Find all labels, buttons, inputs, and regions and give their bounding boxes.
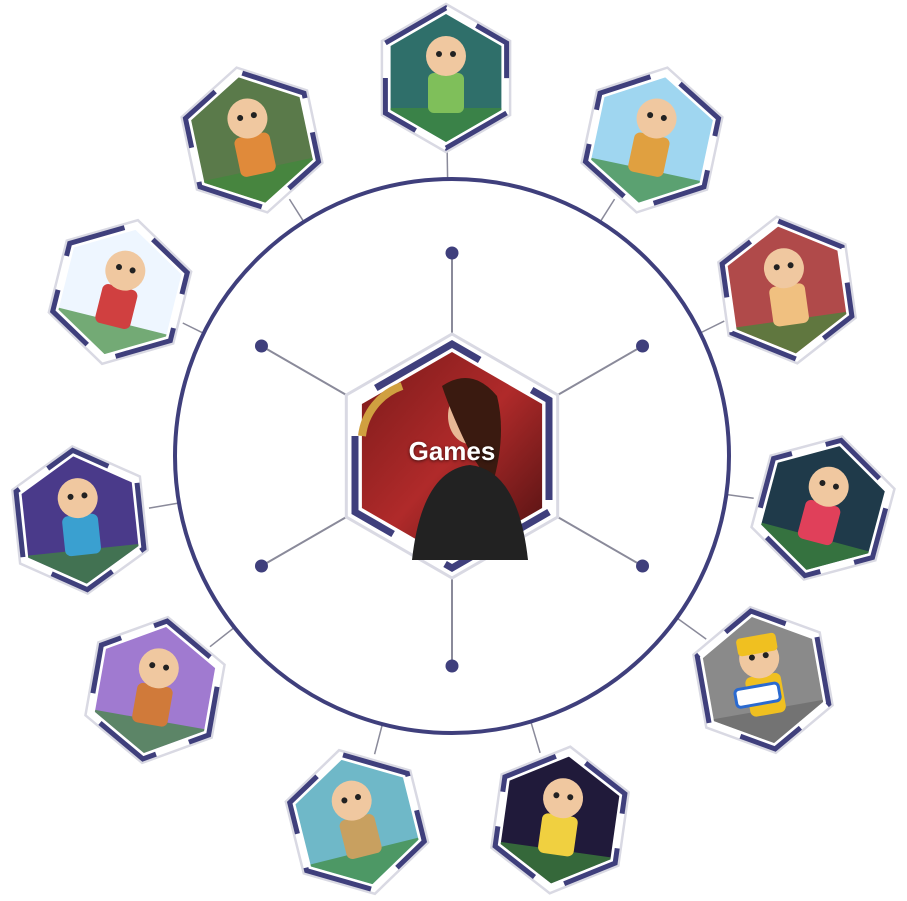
thumbnail-accent xyxy=(182,68,322,212)
spoke-dot xyxy=(254,559,268,573)
thumbnail-accent xyxy=(286,751,428,893)
thumbnail-accent xyxy=(719,217,855,363)
thumbnail-art xyxy=(18,450,142,590)
thumbnail-art xyxy=(723,218,851,362)
red-hair-warrior-thumbnail[interactable] xyxy=(736,418,907,597)
thumbnail-accent xyxy=(492,747,628,893)
connector-lines xyxy=(148,147,754,755)
thumbnail-connector xyxy=(676,617,707,640)
thumbnail-accent xyxy=(49,221,191,363)
gold-arc xyxy=(358,382,404,437)
figure-hair xyxy=(442,378,501,486)
game-thumbnails xyxy=(3,2,907,901)
thumbnail-connector xyxy=(209,626,235,648)
blocky-runner-game-thumbnail[interactable] xyxy=(271,733,443,901)
thumbnail-connector xyxy=(726,493,754,500)
thumbnail-connector xyxy=(699,320,725,334)
dragon-girl-game-thumbnail[interactable] xyxy=(73,605,237,775)
figure-body xyxy=(412,465,528,560)
spoke-dot xyxy=(445,659,459,673)
thumbnail-connector xyxy=(148,502,180,509)
thumbnail-connector xyxy=(530,721,541,754)
kingdom-warrior-game-thumbnail[interactable] xyxy=(168,53,336,227)
zombie-game-thumbnail[interactable] xyxy=(376,2,516,154)
thumbnail-connector xyxy=(288,198,305,223)
thumbnail-accent xyxy=(86,618,224,762)
thumbnail-connector xyxy=(599,198,616,223)
outer-ring xyxy=(173,177,731,735)
thumbnail-accent xyxy=(13,447,147,593)
thumbnail-accent xyxy=(382,5,510,151)
center-games-hub[interactable] xyxy=(344,332,560,580)
spoke-dot xyxy=(445,246,459,260)
thumbnail-connector xyxy=(182,322,204,334)
cartoon-heroes-game-thumbnail[interactable] xyxy=(480,737,639,901)
center-hex-accent xyxy=(351,339,553,573)
thumbnail-art xyxy=(496,748,624,892)
mushroom-house-game-thumbnail[interactable] xyxy=(34,203,206,380)
spoke-dot xyxy=(254,339,268,353)
thumbnail-accent xyxy=(694,608,832,752)
viking-game-thumbnail[interactable] xyxy=(568,53,736,227)
thumbnail-art xyxy=(390,14,502,142)
car-traffic-game-thumbnail[interactable] xyxy=(681,595,845,765)
rush-game-thumbnail[interactable] xyxy=(707,207,866,373)
spoke-dot xyxy=(636,339,650,353)
thumbnail-accent xyxy=(752,437,894,579)
spoke-dot xyxy=(636,559,650,573)
ninja-cat-game-thumbnail[interactable] xyxy=(3,439,158,601)
thumbnail-connector xyxy=(373,723,384,755)
thumbnail-accent xyxy=(582,68,722,212)
